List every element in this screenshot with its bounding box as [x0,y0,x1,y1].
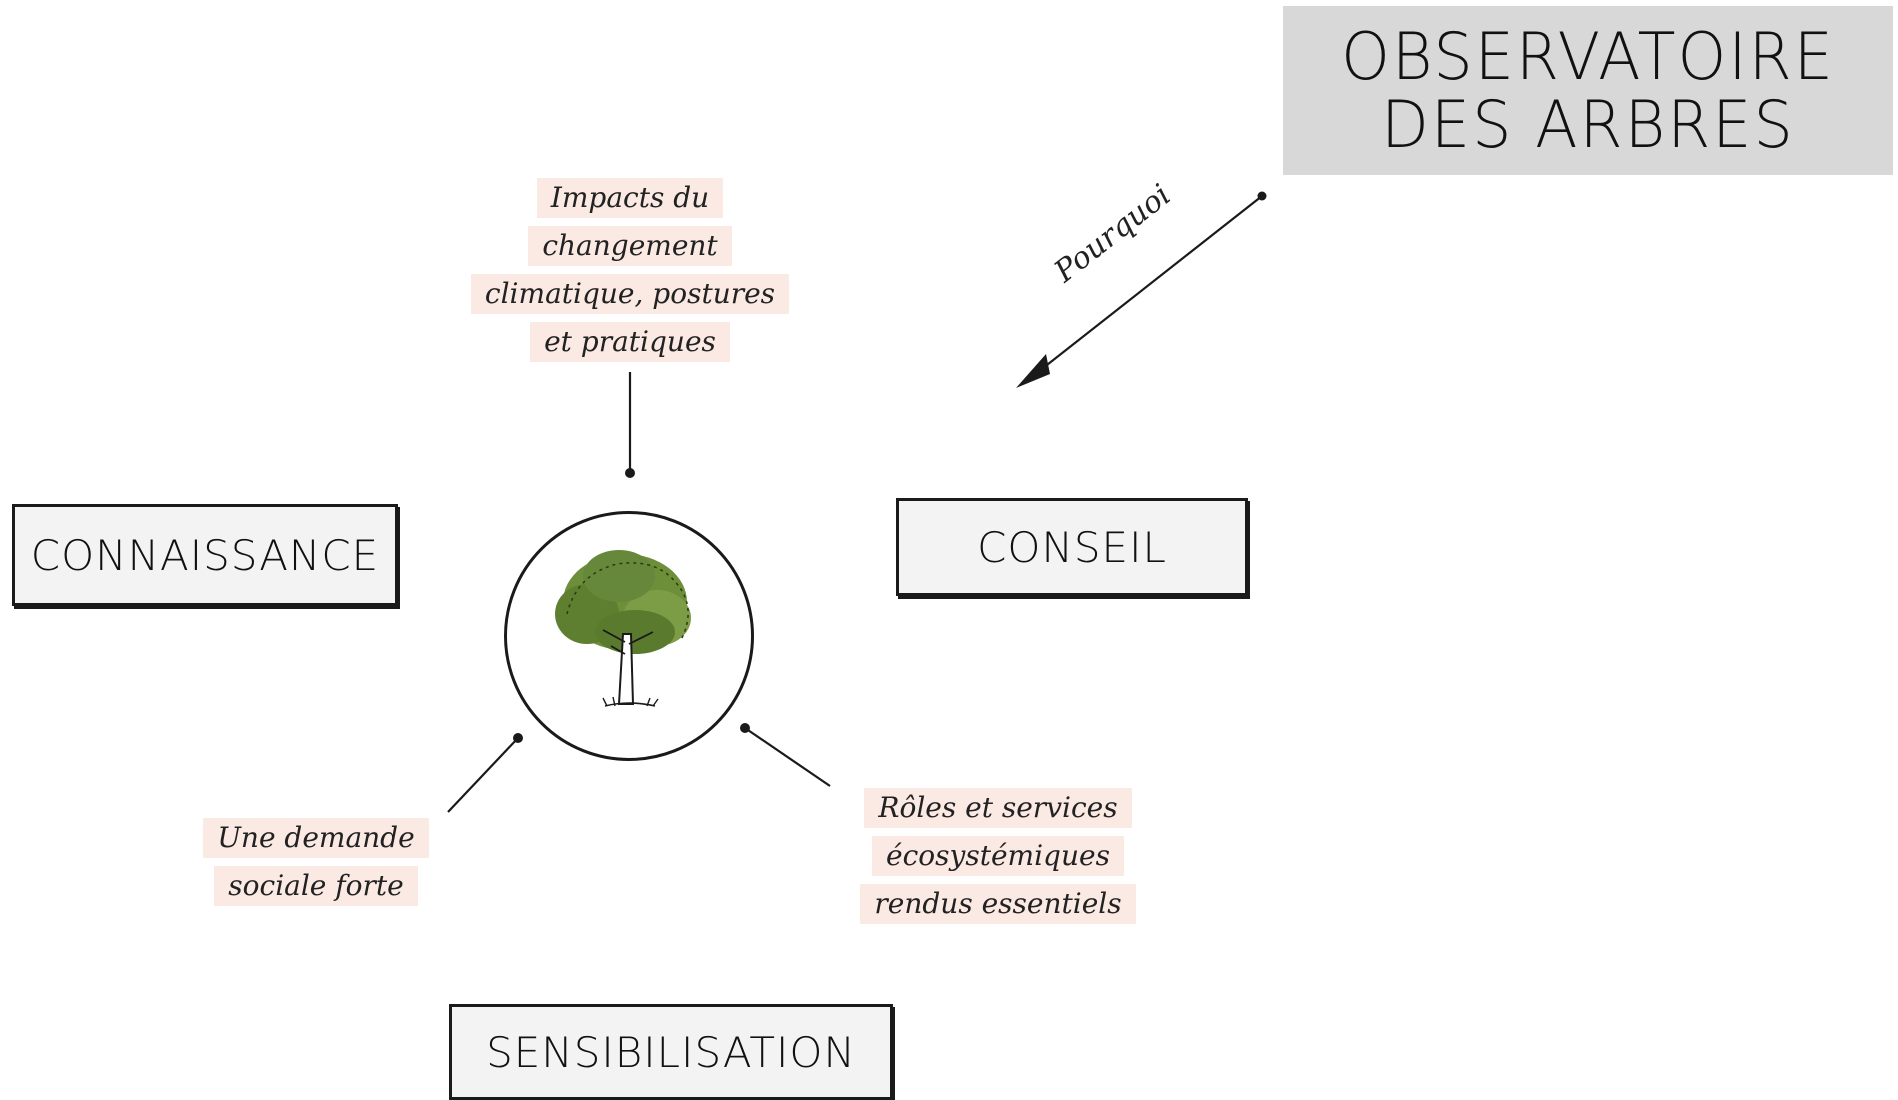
tree-foliage [555,550,691,654]
note-impacts: Impacts du changement climatique, postur… [455,178,805,370]
note-demande: Une demande sociale forte [146,818,486,914]
note-roles-line-1: Rôles et services [864,788,1132,828]
title-line-1: OBSERVATOIRE [1341,17,1835,95]
connector-demande [447,737,519,813]
connector-impacts-dot [625,468,635,478]
note-impacts-line-3: climatique, postures [470,274,790,314]
box-connaissance: CONNAISSANCE [12,504,398,606]
note-impacts-line-4: et pratiques [530,322,730,362]
box-conseil: CONSEIL [896,498,1248,596]
connector-roles [744,727,831,787]
note-demande-line-2: sociale forte [214,866,418,906]
tree-icon [555,550,691,707]
note-impacts-line-1: Impacts du [536,178,724,218]
title-line-2: DES ARBRES [1381,85,1795,163]
connector-demande-dot [513,733,523,743]
pourquoi-arrow-line [1023,195,1263,384]
note-roles-line-2: écosystémiques [872,836,1124,876]
connector-roles-dot [740,723,750,733]
tree-trunk [602,629,659,707]
title-block: OBSERVATOIRE DES ARBRES [1283,6,1893,175]
note-roles: Rôles et services écosystémiques rendus … [828,788,1168,932]
note-impacts-line-2: changement [528,226,732,266]
pourquoi-arrow-start-dot [1257,191,1267,201]
pourquoi-arrow-head [1016,354,1050,388]
tree-circle [504,511,754,761]
note-roles-line-3: rendus essentiels [860,884,1136,924]
note-demande-line-1: Une demande [203,818,429,858]
